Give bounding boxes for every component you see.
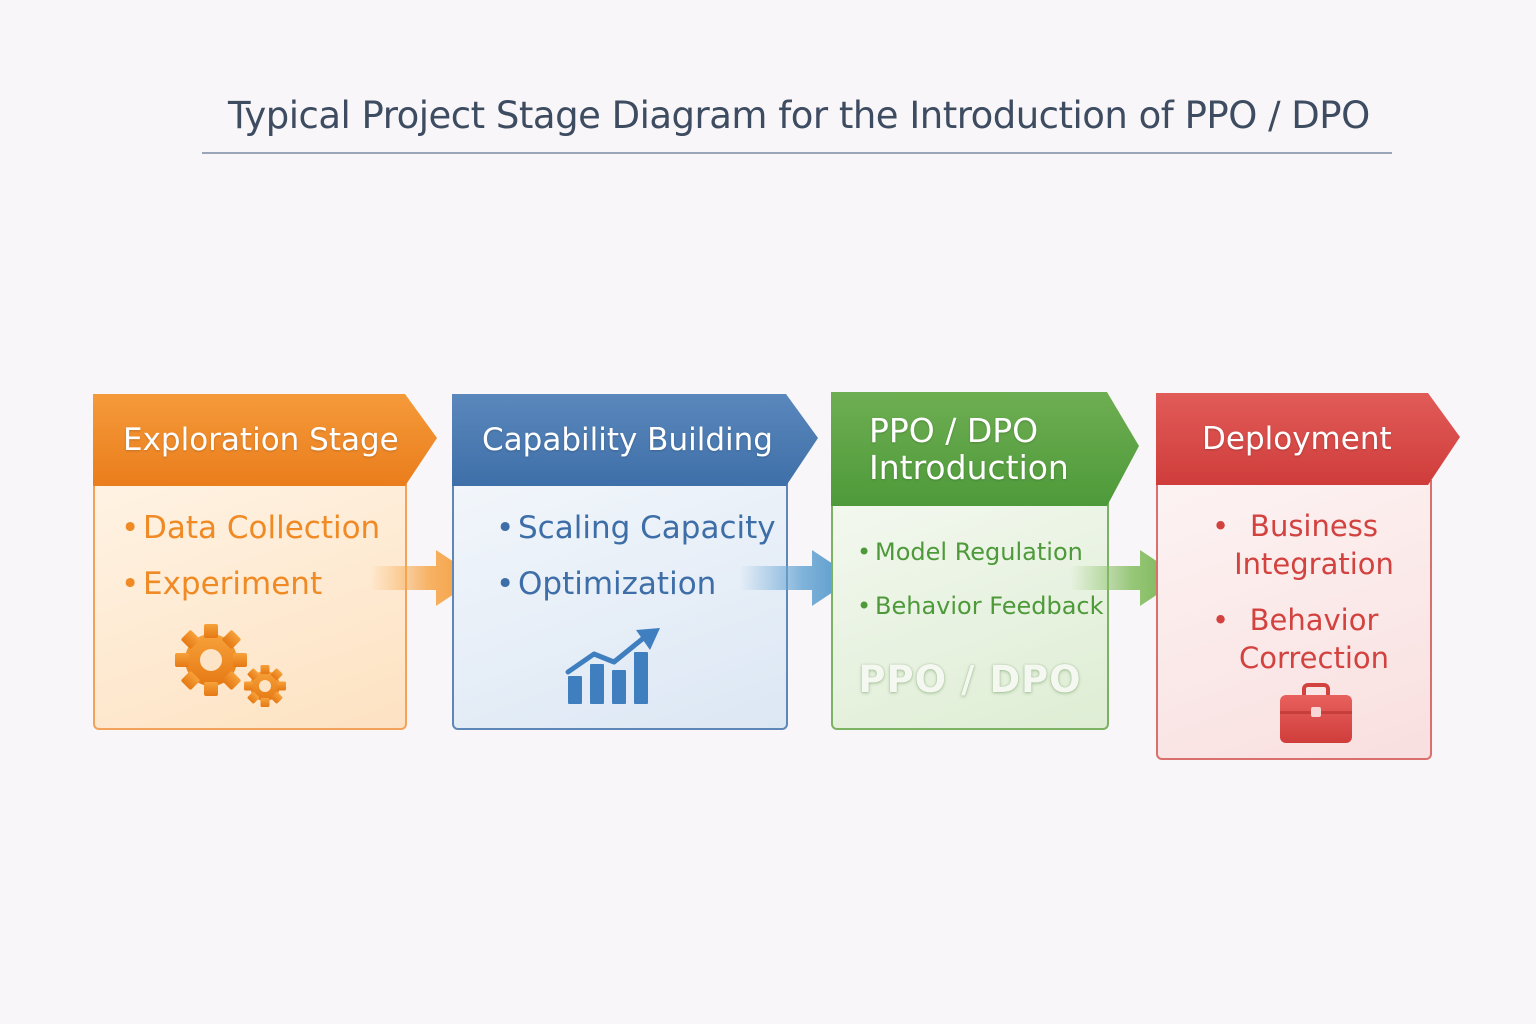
bullet-text: Experiment (143, 566, 323, 602)
stage-header-label: Deployment (1202, 421, 1392, 457)
stage-header-line: Introduction (869, 448, 1069, 487)
bullet-dot: • (1212, 603, 1230, 637)
briefcase-icon (1280, 683, 1352, 743)
list-item: •Business Integration (1212, 507, 1394, 583)
stage-header-label: Exploration Stage (123, 422, 399, 458)
bullet-dot: • (121, 566, 140, 602)
bullet-text: Optimization (518, 566, 717, 602)
stage-header: Exploration Stage (93, 394, 437, 486)
list-item: •Optimization (496, 566, 776, 622)
bullet-list: •Data Collection •Experiment (121, 510, 381, 622)
list-item: •Behavior Feedback (857, 592, 1104, 646)
gears-icon (175, 624, 286, 707)
bullet-list: •Model Regulation •Behavior Feedback (857, 538, 1104, 646)
stage-header: PPO / DPO Introduction (831, 392, 1139, 506)
stage-header-line: PPO / DPO (869, 411, 1039, 450)
list-item: •Scaling Capacity (496, 510, 776, 566)
bullet-dot: • (496, 566, 515, 602)
growth-chart-icon (565, 628, 660, 704)
bullet-text: Behavior Feedback (875, 592, 1104, 620)
stage-header: Deployment (1156, 393, 1460, 485)
list-item: •Data Collection (121, 510, 381, 566)
bullet-list: •Business Integration •Behavior Correcti… (1212, 507, 1394, 695)
stage-body (831, 500, 1109, 730)
bullet-dot: • (857, 538, 872, 566)
title-underline (202, 152, 1392, 154)
bullet-dot: • (496, 510, 515, 546)
stage-header: Capability Building (452, 394, 818, 486)
bullet-text: Scaling Capacity (518, 510, 776, 546)
bullet-dot: • (121, 510, 140, 546)
flow-arrow (740, 550, 854, 606)
list-item: •Behavior Correction (1212, 601, 1394, 677)
bullet-list: •Scaling Capacity •Optimization (496, 510, 776, 622)
ppo-dpo-watermark: PPO / DPO (858, 658, 1082, 701)
flow-arrow (370, 550, 478, 606)
bullet-text: Data Collection (143, 510, 381, 546)
bullet-dot: • (1212, 509, 1230, 543)
stage-header-label: Capability Building (482, 422, 773, 458)
bullet-text: Model Regulation (875, 538, 1083, 566)
bullet-text: Behavior Correction (1238, 603, 1390, 675)
list-item: •Experiment (121, 566, 380, 622)
bullet-text: Business Integration (1234, 509, 1394, 581)
bullet-dot: • (857, 592, 872, 620)
list-item: •Model Regulation (857, 538, 1104, 592)
diagram-title: Typical Project Stage Diagram for the In… (228, 94, 1370, 137)
flow-arrow (1070, 550, 1182, 606)
